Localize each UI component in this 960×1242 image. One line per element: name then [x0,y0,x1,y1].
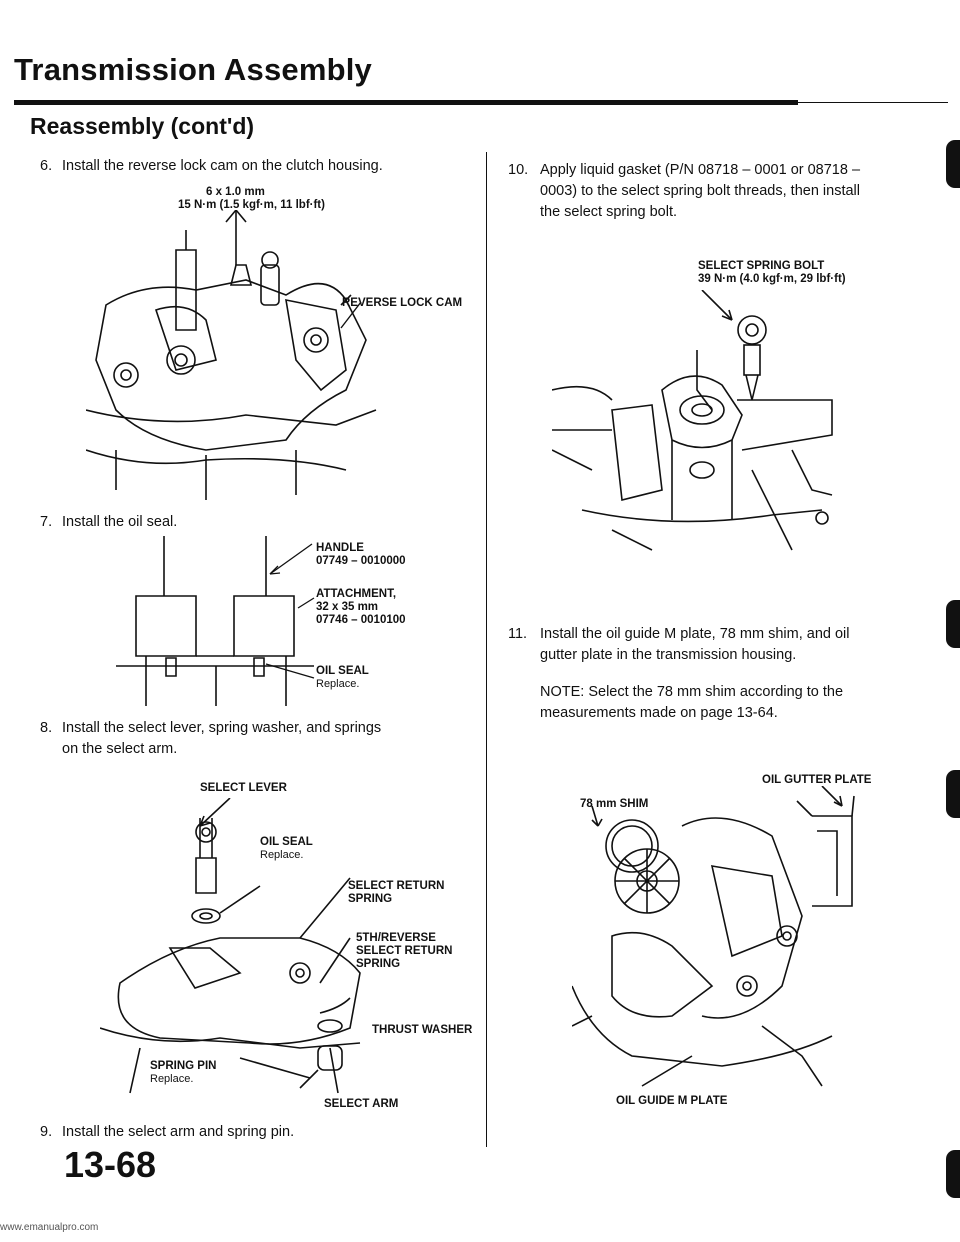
step-10: 10. Apply liquid gasket (P/N 08718 – 000… [508,160,948,226]
step-text-line: Install the select lever, spring washer,… [62,720,382,736]
step-number: 10. [508,162,529,178]
select-arm-diagram [100,798,361,1094]
step-number: 9. [40,1124,53,1140]
shim-78-label: 78 mm SHIM [580,798,649,810]
attachment-name: ATTACHMENT, [316,588,397,600]
column-divider [486,152,487,1147]
label-line: SELECT RETURN [356,945,453,957]
step-text: Apply liquid gasket (P/N 08718 – 0001 or… [540,160,860,223]
step-text: Install the select lever, spring washer,… [62,718,381,760]
label-line: 5TH/REVERSE [356,932,436,944]
page-title: Transmission Assembly [14,52,372,87]
label-line: SPRING [356,958,401,970]
bolt-size-label: 6 x 1.0 mm [206,186,265,198]
fifth-reverse-spring-label: 5TH/REVERSE SELECT RETURN SPRING [356,932,452,971]
step-11: 11. Install the oil guide M plate, 78 mm… [508,624,948,670]
spring-pin-label: SPRING PIN Replace. [150,1060,216,1086]
step-text-line: 0003) to the select spring bolt threads,… [540,183,860,199]
label-line: SELECT RETURN [348,880,445,892]
note-line: measurements made on page 13-64. [540,705,778,721]
oil-seal-name: OIL SEAL [316,665,369,677]
oil-seal-name: OIL SEAL [260,836,313,848]
reverse-lock-cam-diagram [86,210,377,500]
edge-tab-mark [946,770,960,818]
oil-seal-install-diagram [116,536,315,706]
step-number: 7. [40,514,53,530]
edge-tab-mark [946,140,960,188]
spring-pin-name: SPRING PIN [150,1060,217,1072]
attachment-size: 32 x 35 mm [316,601,379,613]
bolt-torque: 39 N·m (4.0 kgf·m, 29 lbf·ft) [698,273,846,285]
step-number: 6. [40,158,53,174]
handle-label: HANDLE 07749 – 0010000 [316,542,406,568]
bolt-name: SELECT SPRING BOLT [698,260,825,272]
step-text: Install the select arm and spring pin. [62,1124,295,1140]
oil-gutter-plate-label: OIL GUTTER PLATE [762,774,872,786]
step-number: 8. [40,720,53,736]
oil-guide-plate-diagram [572,786,855,1087]
step-7: 7. Install the oil seal. [40,512,480,536]
label-line: SPRING [348,893,393,905]
step-text: Install the oil guide M plate, 78 mm shi… [540,624,849,666]
step-text-line: gutter plate in the transmission housing… [540,647,797,663]
select-lever-label: SELECT LEVER [200,782,287,794]
step-8: 8. Install the select lever, spring wash… [40,718,480,762]
page-number: 13-68 [64,1144,157,1185]
step-text: Install the oil seal. [62,514,178,530]
select-spring-bolt-label: SELECT SPRING BOLT 39 N·m (4.0 kgf·m, 29… [698,260,846,286]
handle-name: HANDLE [316,542,364,554]
select-arm-label: SELECT ARM [324,1098,399,1110]
select-spring-bolt-diagram [552,290,833,551]
oil-seal-label: OIL SEAL Replace. [316,665,369,691]
attachment-part-number: 07746 – 0010100 [316,614,406,626]
step-text-line: the select spring bolt. [540,204,678,220]
select-return-spring-label: SELECT RETURN SPRING [348,880,444,906]
note-line: NOTE: Select the 78 mm shim according to… [540,684,844,700]
step-9: 9. Install the select arm and spring pin… [40,1122,480,1146]
spring-pin-replace-note: Replace. [150,1073,194,1085]
edge-tab-mark [946,600,960,648]
handle-part-number: 07749 – 0010000 [316,555,406,567]
step-text-line: Install the oil guide M plate, 78 mm shi… [540,626,850,642]
website-watermark: www.emanualpro.com [0,1222,99,1233]
bolt-torque-label: 15 N·m (1.5 kgf·m, 11 lbf·ft) [178,199,325,211]
step-6: 6. Install the reverse lock cam on the c… [40,156,480,180]
oil-seal-replace-note: Replace. [260,849,304,861]
step-11-note: NOTE: Select the 78 mm shim according to… [540,682,950,728]
edge-tab-mark [946,1150,960,1198]
reverse-lock-cam-label: REVERSE LOCK CAM [342,297,463,309]
thrust-washer-label: THRUST WASHER [372,1024,473,1036]
section-subtitle: Reassembly (cont'd) [30,113,255,139]
oil-seal-replace-note: Replace. [316,678,360,690]
step-text-line: on the select arm. [62,741,178,757]
header-rule [14,100,798,105]
attachment-label: ATTACHMENT, 32 x 35 mm 07746 – 0010100 [316,588,406,627]
step-number: 11. [508,626,528,642]
step-text: Install the reverse lock cam on the clut… [62,158,383,174]
oil-guide-m-plate-label: OIL GUIDE M PLATE [616,1095,728,1107]
step-text-line: Apply liquid gasket (P/N 08718 – 0001 or… [540,162,861,178]
oil-seal-label-2: OIL SEAL Replace. [260,836,313,862]
header-rule-thin [798,102,948,103]
